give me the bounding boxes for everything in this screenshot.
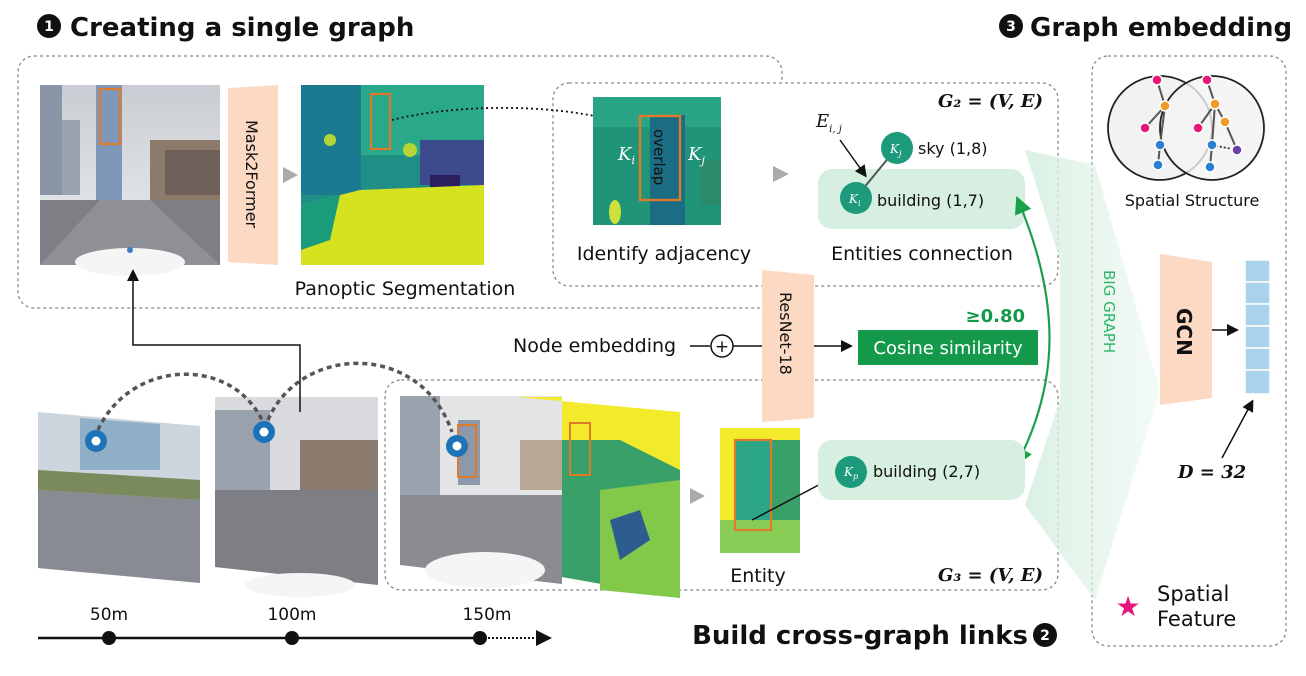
timeline-tick-3 bbox=[473, 631, 487, 645]
entities-box-2 bbox=[818, 440, 1025, 500]
section-2-badge bbox=[1033, 623, 1057, 647]
big-graph-label: BIG GRAPH bbox=[1100, 270, 1118, 353]
street-image-1 bbox=[40, 85, 220, 276]
node-embedding-label: Node embedding bbox=[513, 335, 676, 357]
location-pin-1 bbox=[85, 430, 107, 452]
arrow-triangle-2 bbox=[773, 166, 789, 182]
node-kp bbox=[835, 456, 867, 488]
timeline-label-2: 100m bbox=[267, 605, 316, 625]
overlap-label: overlap bbox=[650, 129, 668, 185]
entities-connection-label: Entities connection bbox=[831, 243, 1013, 265]
building2-node-label: building (2,7) bbox=[873, 462, 980, 481]
entity-highlight-box bbox=[733, 438, 773, 532]
section-3-number: 3 bbox=[1006, 19, 1016, 35]
embedding-vector bbox=[1244, 259, 1271, 395]
cross-graph-link-arrow bbox=[1014, 195, 1051, 466]
timeline-tick-1 bbox=[102, 631, 116, 645]
sky-node-label: sky (1,8) bbox=[918, 139, 988, 158]
gcn-label: GCN bbox=[1172, 308, 1196, 356]
spatial-feature-label-2: Feature bbox=[1157, 607, 1236, 631]
section-1-number: 1 bbox=[44, 19, 54, 35]
timeline-label-1: 50m bbox=[90, 605, 128, 625]
spatial-feature-label-1: Spatial bbox=[1157, 582, 1229, 606]
location-pin-3 bbox=[446, 435, 468, 457]
entity-label: Entity bbox=[730, 565, 785, 587]
arrow-triangle-3 bbox=[690, 488, 705, 504]
node-ki bbox=[840, 182, 872, 214]
arrow-triangle-1 bbox=[283, 167, 298, 183]
threshold-label: ≥0.80 bbox=[966, 306, 1026, 327]
mask2former-block: Mask2Former bbox=[228, 85, 278, 265]
panoptic-label: Panoptic Segmentation bbox=[295, 278, 516, 300]
spatial-structure-label: Spatial Structure bbox=[1125, 191, 1260, 210]
g2-label: G₂ = (V, E) bbox=[938, 91, 1043, 112]
panoptic-segmentation-image bbox=[301, 85, 484, 265]
resnet-label: ResNet-18 bbox=[776, 292, 795, 375]
dashed-hop-2 bbox=[266, 361, 454, 433]
g3-label: G₃ = (V, E) bbox=[938, 565, 1043, 586]
section-2-header: Build cross-graph links 2 bbox=[692, 621, 1057, 651]
segmentation-highlight-box bbox=[369, 92, 392, 151]
segmentation-image-c bbox=[517, 397, 680, 598]
dotted-link-arrow bbox=[391, 106, 644, 132]
gcn-block: GCN bbox=[1160, 254, 1212, 405]
timeline-label-3: 150m bbox=[462, 605, 511, 625]
section-3-badge bbox=[999, 14, 1023, 38]
cosine-similarity-bar bbox=[858, 330, 1038, 365]
building-highlight-box bbox=[98, 87, 122, 146]
overlap-box bbox=[638, 114, 682, 202]
node-kj-label: Kj bbox=[889, 142, 902, 158]
mask2former-label: Mask2Former bbox=[242, 120, 261, 229]
identify-adjacency-label: Identify adjacency bbox=[577, 243, 751, 265]
cosine-similarity-label: Cosine similarity bbox=[873, 338, 1023, 359]
d32-label: D = 32 bbox=[1177, 462, 1246, 483]
timeline-tick-2 bbox=[285, 631, 299, 645]
street-image-b bbox=[215, 397, 378, 597]
node-ki-label: Ki bbox=[848, 192, 861, 208]
adjacency-image: Ki Kj overlap bbox=[593, 97, 721, 225]
section-1-header: 1 Creating a single graph bbox=[37, 13, 414, 43]
node-kj bbox=[881, 132, 913, 164]
ki-label: Ki bbox=[617, 144, 635, 167]
spatial-structure-graph bbox=[1107, 74, 1265, 181]
street-image-c bbox=[400, 396, 562, 588]
section-1-title: Creating a single graph bbox=[70, 13, 414, 43]
building1-node-label: building (1,7) bbox=[877, 191, 984, 210]
location-pin-2 bbox=[253, 421, 275, 443]
feedback-arrow bbox=[127, 269, 301, 412]
section-3-title: Graph embedding bbox=[1030, 13, 1292, 43]
d32-pointer bbox=[1221, 399, 1254, 459]
dashed-hop-1 bbox=[96, 372, 264, 431]
section-2-title: Build cross-graph links bbox=[692, 621, 1028, 651]
segmentation-c-highlight-box bbox=[569, 422, 591, 476]
node-kp-label: Kp bbox=[843, 465, 858, 481]
street-image-a bbox=[38, 412, 200, 583]
resnet-block: ResNet-18 bbox=[762, 270, 814, 422]
section-2-number: 2 bbox=[1040, 628, 1050, 644]
section-3-header: 3 Graph embedding bbox=[999, 13, 1292, 43]
plus-label: + bbox=[715, 337, 729, 357]
entities-box-1 bbox=[818, 169, 1025, 229]
embedding-panel bbox=[1091, 55, 1287, 647]
star-icon: ★ bbox=[1115, 590, 1140, 623]
kj-label: Kj bbox=[687, 144, 705, 167]
entity-image bbox=[720, 428, 800, 553]
eij-label: Ei, j bbox=[815, 111, 842, 135]
eij-pointer bbox=[839, 139, 867, 178]
big-graph-funnel bbox=[1025, 150, 1160, 600]
section-1-badge bbox=[37, 14, 61, 38]
